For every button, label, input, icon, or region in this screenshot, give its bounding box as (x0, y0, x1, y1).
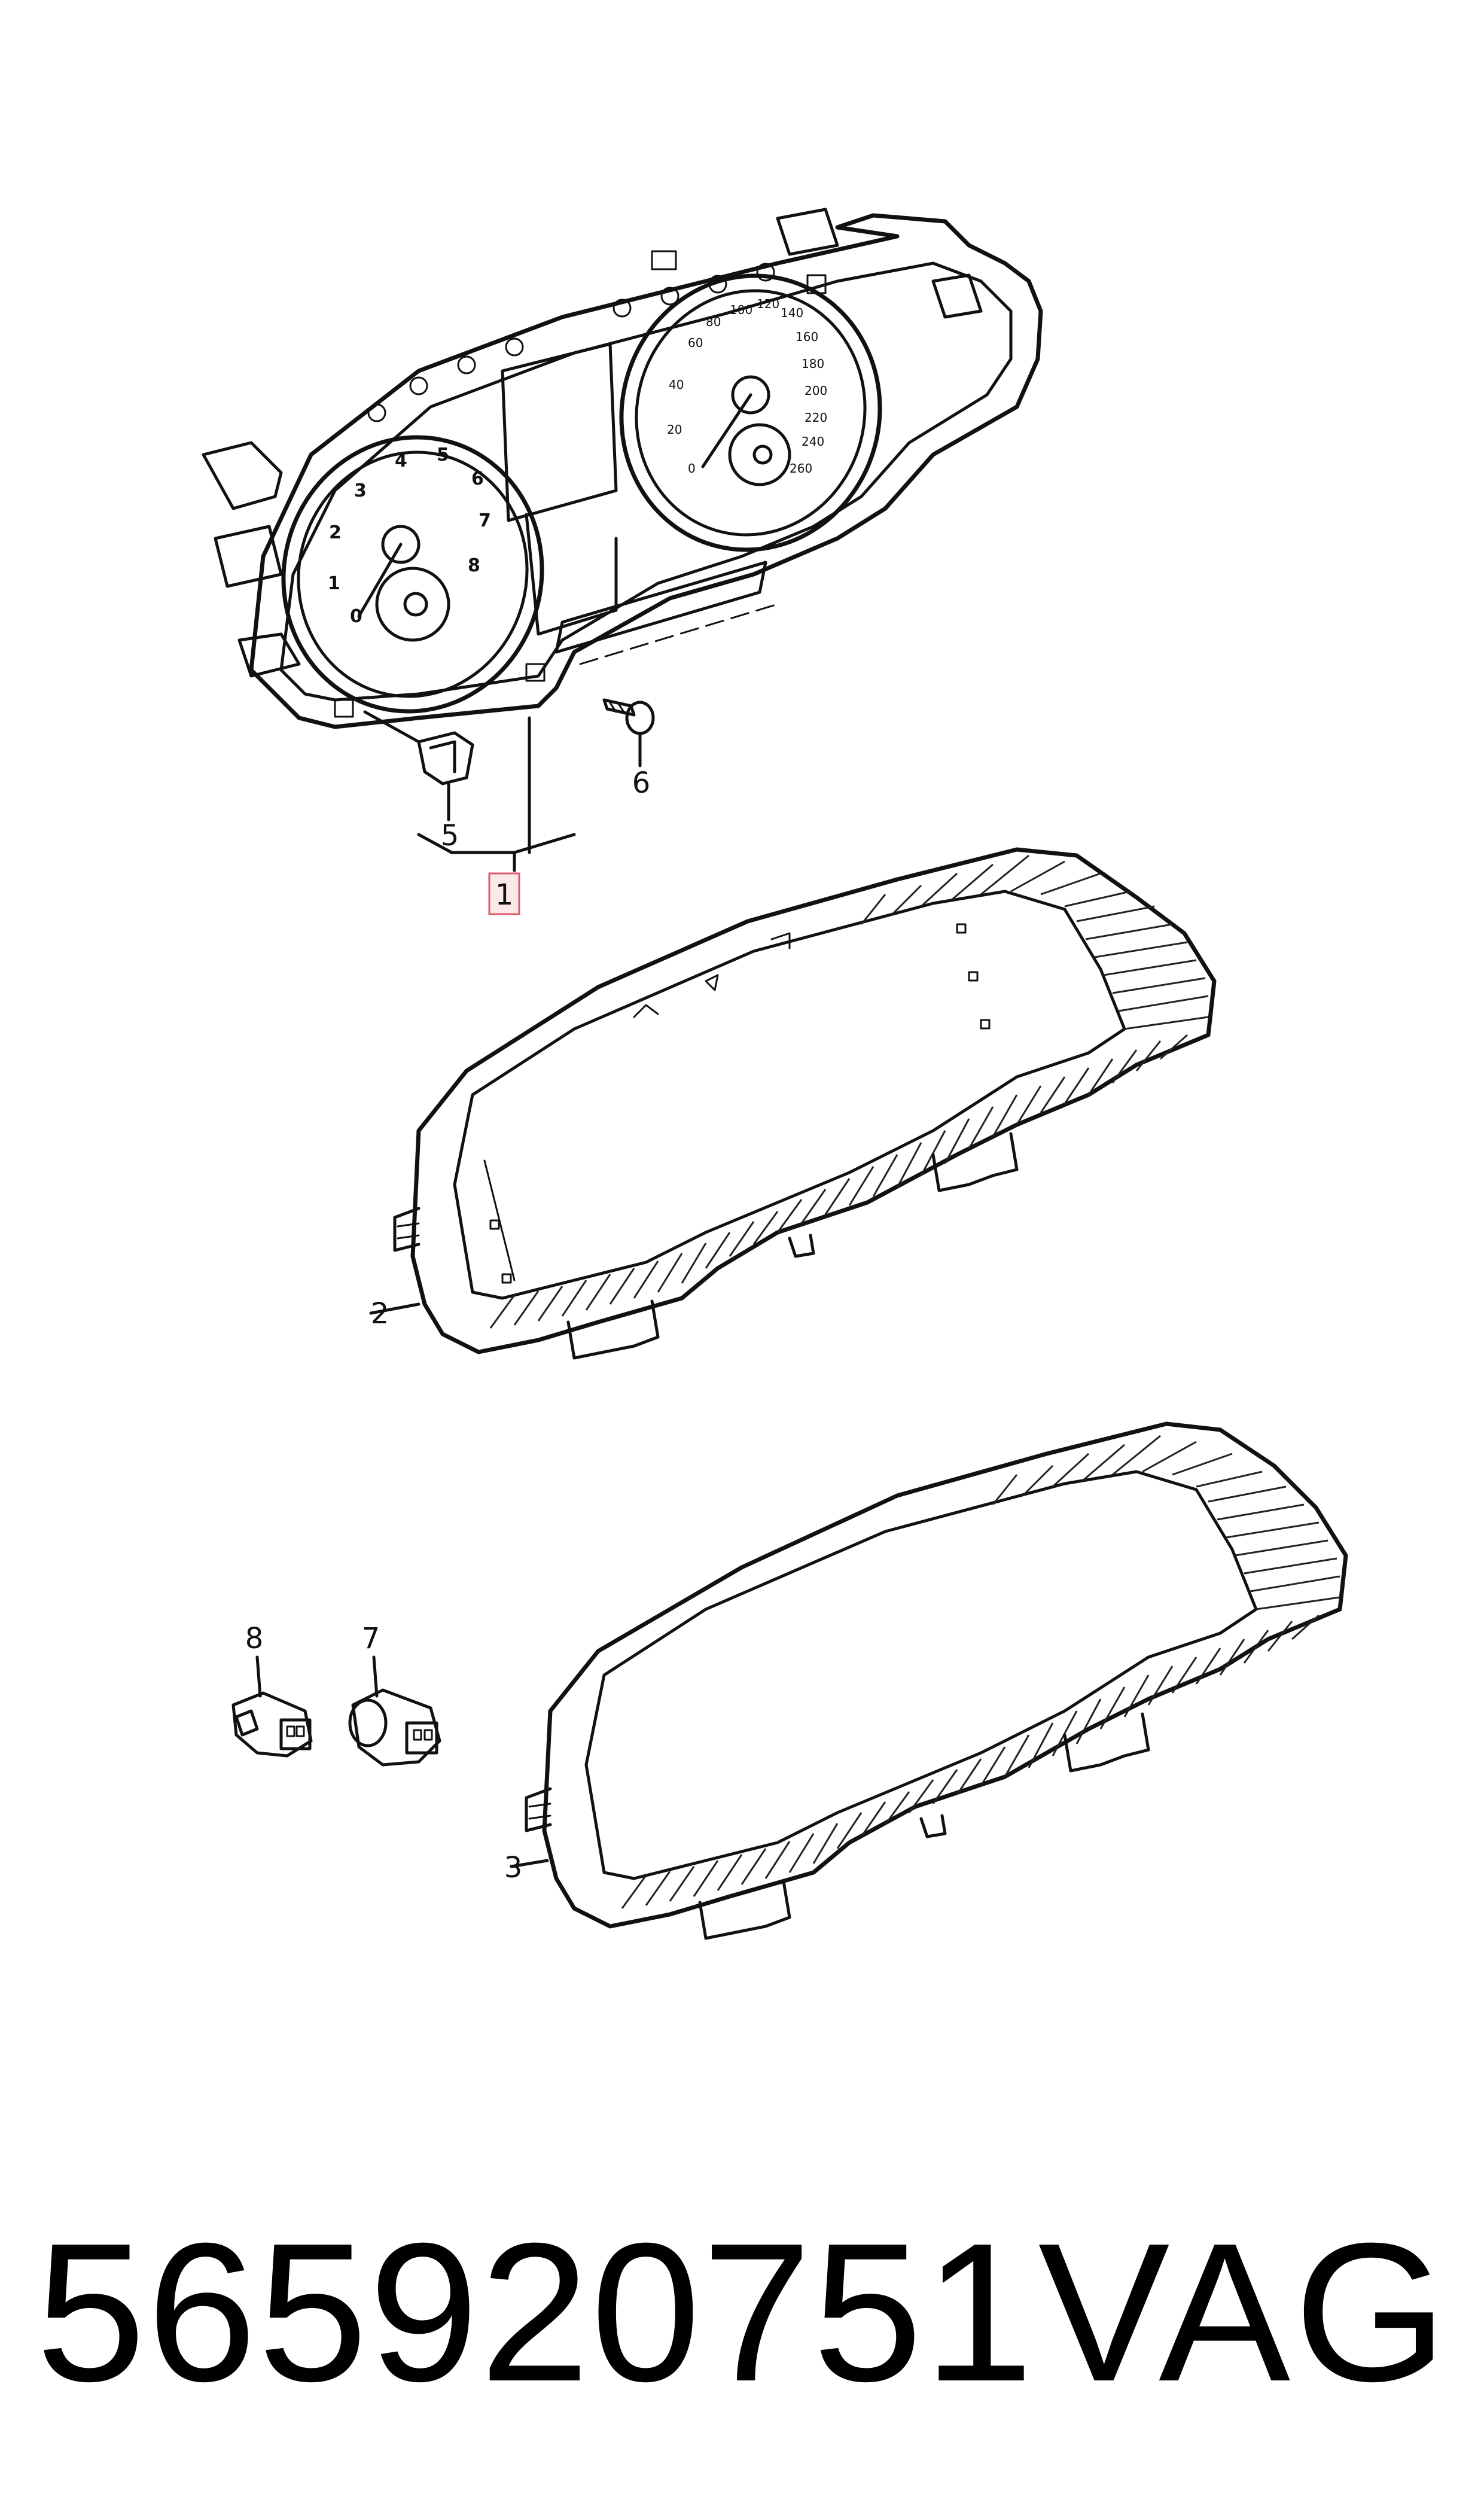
clip-part-5 (363, 710, 474, 821)
callout-6: 6 (632, 766, 651, 800)
callout-1-highlight (488, 872, 520, 915)
speed-label-220: 220 (805, 410, 827, 425)
tach-label-7: 7 (479, 510, 491, 531)
screw-part-6 (602, 698, 655, 768)
tach-label-1: 1 (328, 573, 340, 594)
callout-1: 1 (495, 878, 514, 912)
connector-part-7 (348, 1655, 441, 1767)
callout-3: 3 (504, 1851, 523, 1884)
display-bezel-part-3 (510, 1421, 1348, 1940)
callout-5: 5 (441, 819, 459, 852)
speed-label-120: 120 (757, 297, 779, 311)
speed-label-100: 100 (730, 303, 752, 317)
connector-part-8 (231, 1655, 313, 1758)
speed-label-240: 240 (802, 434, 824, 449)
tach-label-3: 3 (354, 480, 367, 501)
callout-2: 2 (371, 1297, 389, 1330)
speed-label-80: 80 (706, 315, 721, 329)
brand-label: VAG (1038, 2202, 1451, 2422)
tach-label-6: 6 (471, 468, 484, 489)
speed-label-0: 0 (688, 461, 696, 476)
callout-8: 8 (245, 1622, 264, 1655)
speed-label-160: 160 (796, 330, 818, 344)
tach-label-2: 2 (329, 522, 342, 543)
speed-label-40: 40 (669, 377, 684, 392)
tach-label-8: 8 (468, 555, 480, 576)
display-bezel-part-2 (369, 847, 1217, 1360)
speed-label-180: 180 (802, 357, 824, 371)
part-number: 565920751 (36, 2202, 1035, 2422)
callout-bracket-1 (417, 716, 576, 872)
speed-label-20: 20 (667, 422, 682, 437)
speed-label-200: 200 (805, 383, 827, 398)
tach-label-4: 4 (395, 450, 407, 471)
tach-label-0: 0 (350, 606, 362, 627)
tach-label-5: 5 (437, 444, 449, 465)
callout-7: 7 (362, 1622, 380, 1655)
speed-label-140: 140 (781, 306, 803, 320)
speed-label-260: 260 (790, 461, 812, 476)
speed-label-60: 60 (688, 336, 703, 350)
instrument-cluster-part-1: 0 1 2 3 4 5 6 7 8 0 20 40 60 80 100 120 … (202, 208, 1043, 729)
